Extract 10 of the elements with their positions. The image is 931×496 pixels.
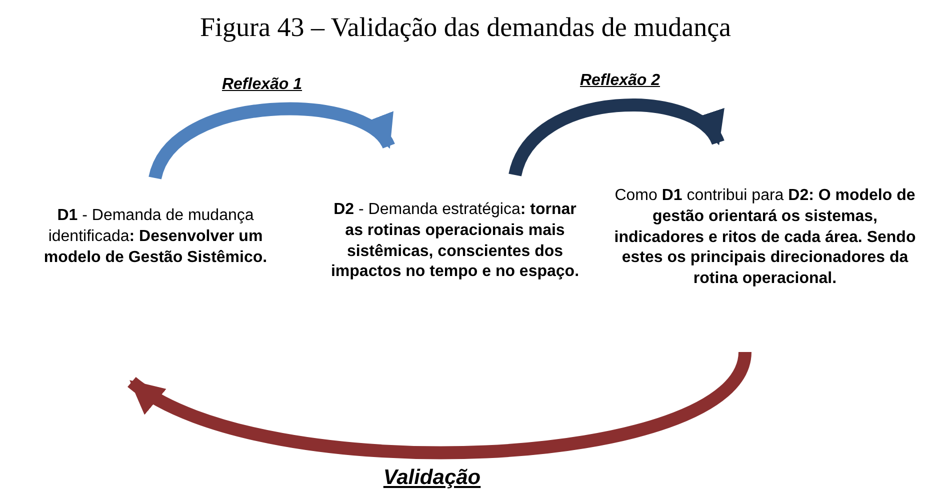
node-text: D1 - Demanda de mudança identificada: Desenvolver um modelo de Gestão Sistêmico. — [42, 206, 268, 268]
curved-arrow — [148, 102, 394, 180]
node-text: D2 - Demanda estratégica: tornar as rotinas operacionais mais sistêmicas, conscientes dos impactos no tempo e no espaço. — [330, 200, 580, 282]
node-text: Como D1 contribui para D2: O modelo de gestão orientará os sistemas, indicadores e ritos de cada área. Sendo estes os principais direcionadores da rotina operacional. — [613, 186, 917, 290]
figure-title: Figura 43 – Validação das demandas de mudança — [198, 12, 732, 43]
edge-label: Reflexão 1 — [222, 76, 302, 94]
curved-arrow — [128, 350, 752, 459]
edge-label: Validação — [383, 466, 481, 490]
curved-arrow — [508, 98, 724, 178]
edge-label: Reflexão 2 — [580, 72, 660, 90]
